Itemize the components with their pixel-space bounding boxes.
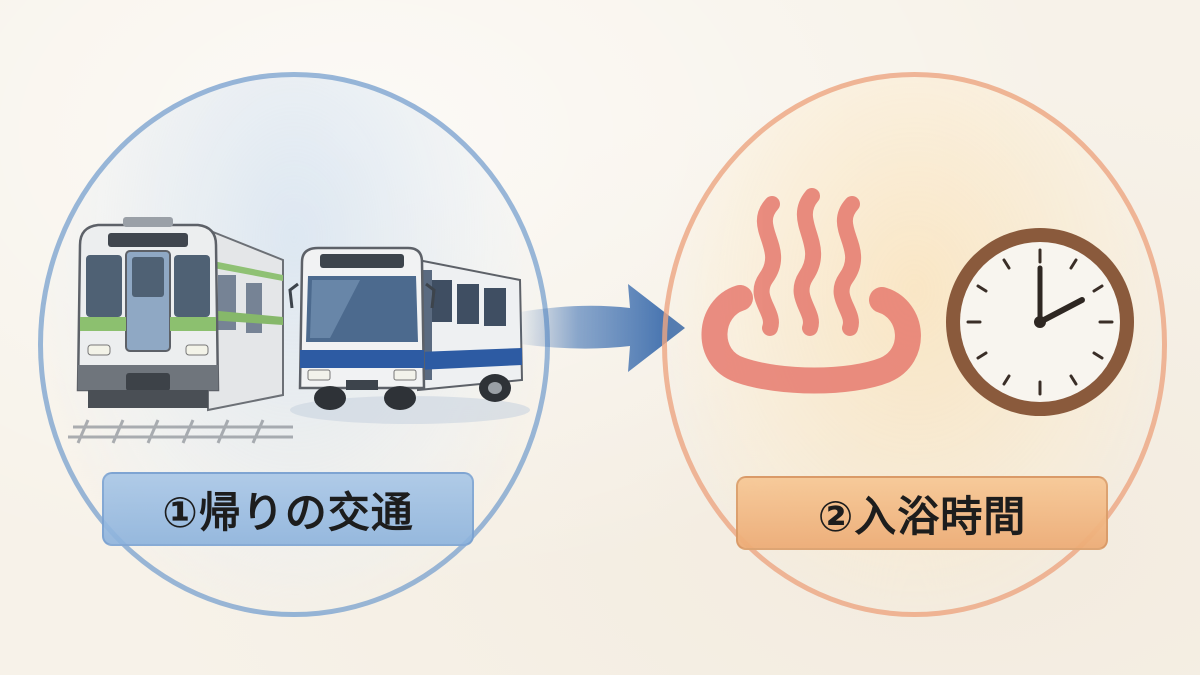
train-icon (68, 217, 293, 444)
transport-label: ①帰りの交通 (102, 472, 474, 546)
bus-icon (288, 246, 530, 424)
bathing-label-text: ②入浴時間 (817, 491, 1027, 541)
transport-label-text: ①帰りの交通 (162, 487, 414, 537)
bathing-label: ②入浴時間 (736, 476, 1108, 550)
arrow-right-icon (520, 284, 685, 372)
clock-icon (946, 228, 1134, 416)
hot-spring-icon (701, 188, 921, 394)
